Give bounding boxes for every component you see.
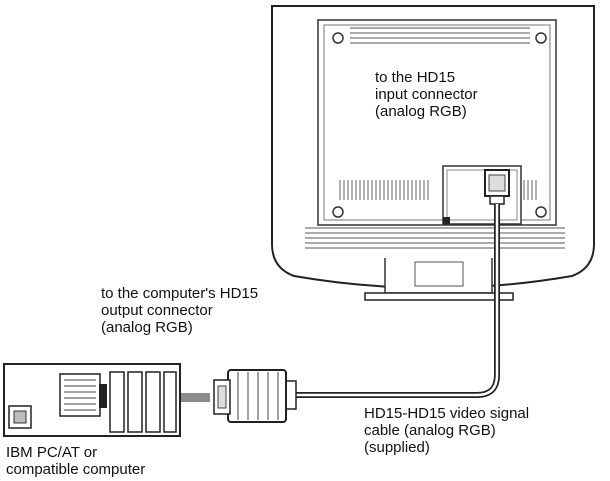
top-vent-grille xyxy=(350,27,530,44)
cable-label-line-3: (supplied) xyxy=(364,439,430,456)
computer-hd15-plug xyxy=(213,369,297,423)
cable-label-line-2: cable (analog RGB) xyxy=(364,422,496,439)
monitor xyxy=(271,5,595,301)
monitor-input-label-line-3: (analog RGB) xyxy=(375,103,467,120)
computer-output-label-line-2: output connector xyxy=(101,302,213,319)
computer-output-label-line-1: to the computer's HD15 xyxy=(101,285,259,302)
computer xyxy=(3,363,181,437)
bottom-vent-grille xyxy=(305,227,565,249)
left-vent-slots xyxy=(339,180,429,200)
cable-label-line-1: HD15-HD15 video signal xyxy=(364,405,530,422)
expansion-slots xyxy=(109,371,177,433)
video-output-port xyxy=(99,384,107,408)
computer-label-line-2: compatible computer xyxy=(6,461,146,478)
screw-icons xyxy=(332,32,547,218)
monitor-input-label-line-2: input connector xyxy=(375,86,478,103)
monitor-stand-base xyxy=(364,292,514,301)
monitor-hd15-plug xyxy=(484,169,510,205)
fan-grille-icon xyxy=(59,373,101,417)
monitor-input-label: to the HD15 input connector (analog RGB) xyxy=(375,69,478,120)
monitor-input-label-line-1: to the HD15 xyxy=(375,69,456,86)
computer-output-label: to the computer's HD15 output connector … xyxy=(101,285,258,336)
cable-label: HD15-HD15 video signal cable (analog RGB… xyxy=(364,405,529,456)
computer-label: IBM PC/AT or compatible computer xyxy=(6,444,145,478)
computer-label-line-1: IBM PC/AT or xyxy=(6,444,98,461)
computer-output-label-line-3: (analog RGB) xyxy=(101,319,193,336)
